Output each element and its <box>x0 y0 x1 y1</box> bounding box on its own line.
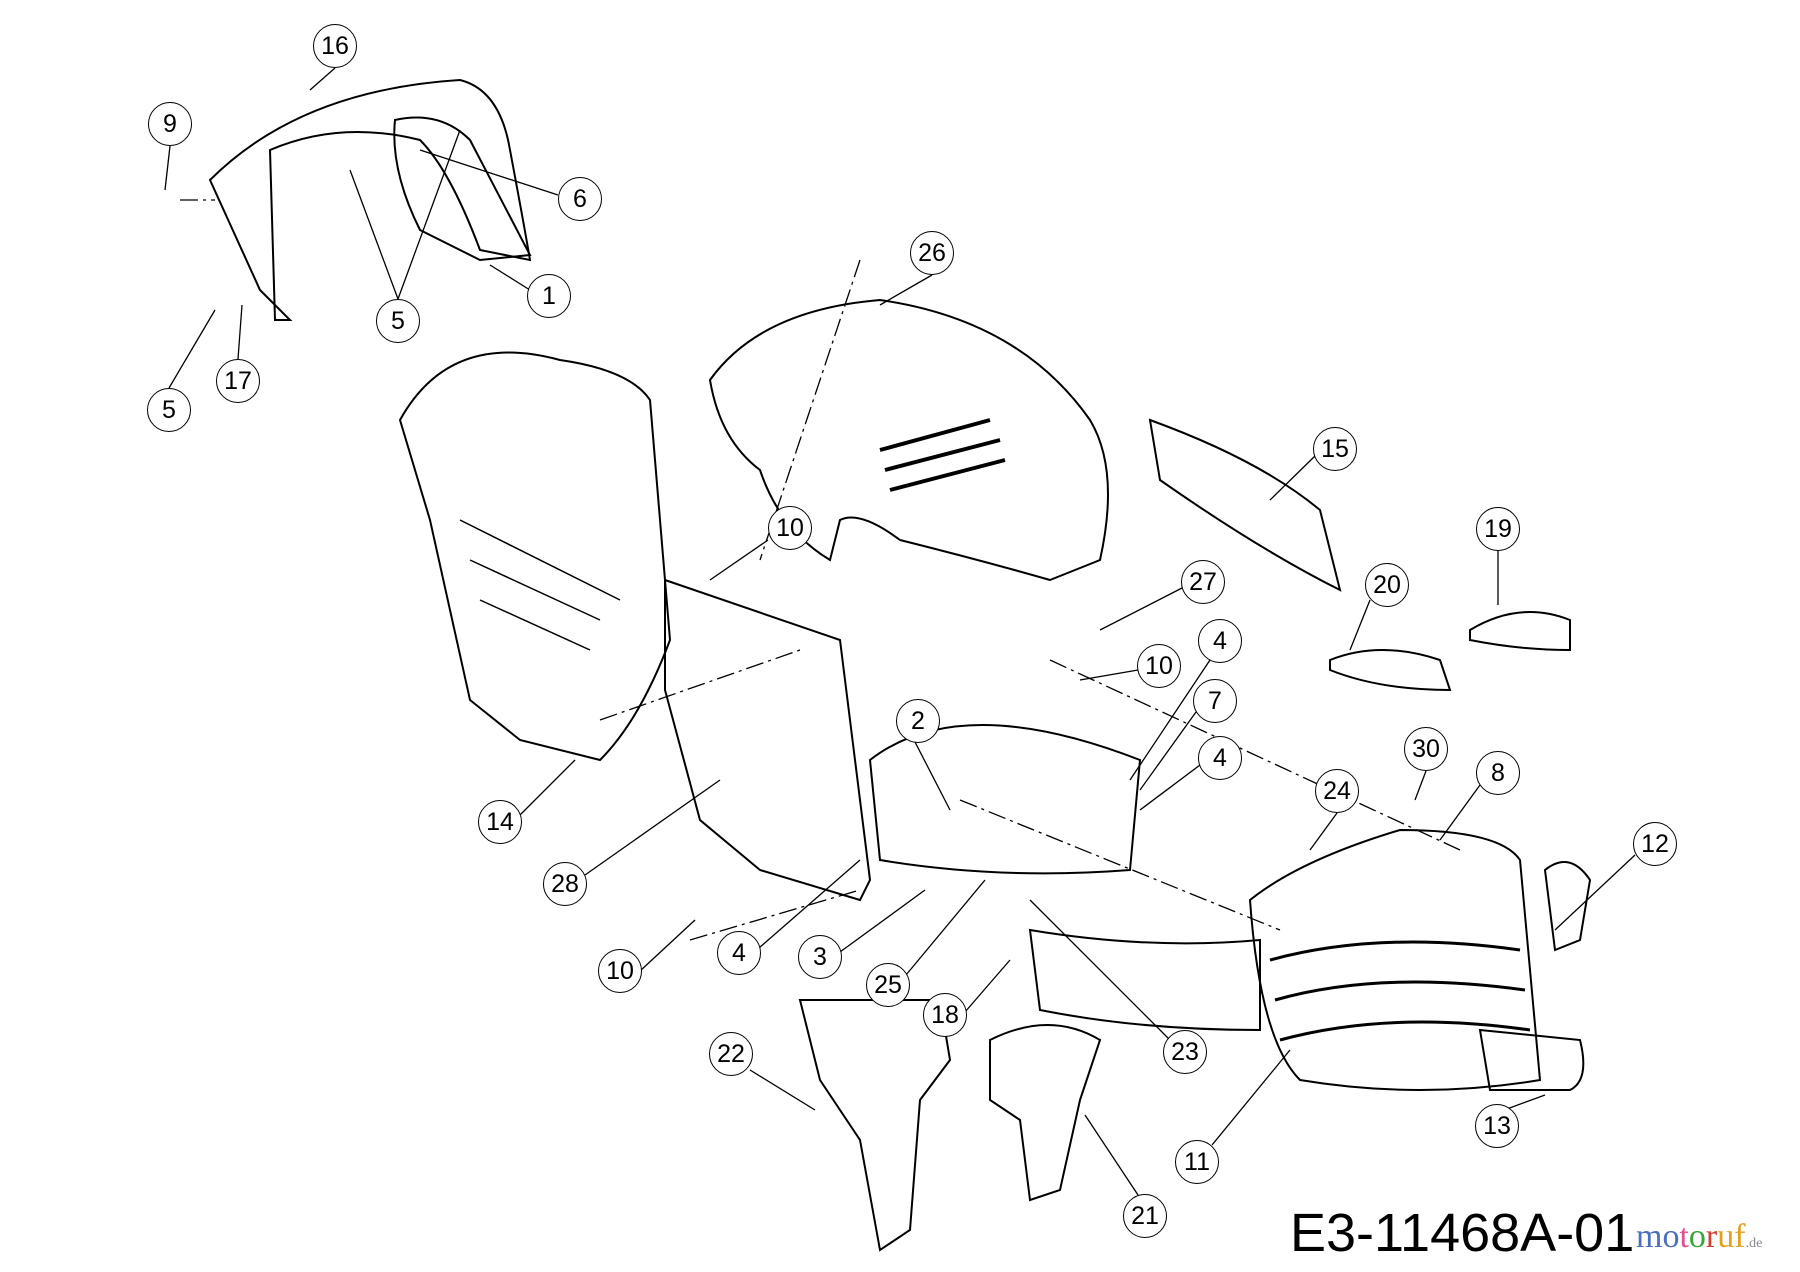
watermark-suffix: .de <box>1745 1236 1763 1251</box>
callout[interactable]: 27 <box>1181 560 1225 604</box>
bezel-part <box>1148 418 1342 592</box>
bracket-right-part <box>989 1024 1102 1202</box>
callout[interactable]: 9 <box>148 102 192 146</box>
watermark-letter: o <box>1662 1218 1680 1255</box>
dash-body-part <box>398 351 672 762</box>
callout[interactable]: 10 <box>768 506 812 550</box>
assembly-lines <box>180 199 1461 941</box>
grille-part <box>1248 828 1542 1091</box>
watermark-letter: t <box>1679 1218 1689 1255</box>
light-lens-part <box>1543 861 1592 952</box>
callout[interactable]: 15 <box>1313 427 1357 471</box>
cover-20-part <box>1329 649 1452 692</box>
watermark-letter: r <box>1705 1218 1718 1255</box>
fender-liner-part <box>393 116 532 262</box>
watermark-letter: m <box>1636 1218 1663 1255</box>
watermark-letter: o <box>1688 1218 1706 1255</box>
callout[interactable]: 1 <box>527 274 571 318</box>
callout[interactable]: 4 <box>717 931 761 975</box>
callout[interactable]: 24 <box>1315 769 1359 813</box>
cover-19-part <box>1469 611 1571 652</box>
callout[interactable]: 5 <box>147 388 191 432</box>
callout[interactable]: 17 <box>216 359 260 403</box>
hood-vents <box>879 418 1006 492</box>
callout[interactable]: 12 <box>1633 822 1677 866</box>
callout[interactable]: 25 <box>866 963 910 1007</box>
watermark-letter: f <box>1734 1218 1746 1255</box>
bumper-part <box>1028 928 1261 1032</box>
callout[interactable]: 14 <box>478 800 522 844</box>
diagram-id: E3-11468A-01 <box>1290 1203 1635 1263</box>
side-panel-part <box>664 578 872 902</box>
callout[interactable]: 18 <box>923 993 967 1037</box>
callout[interactable]: 30 <box>1404 727 1448 771</box>
callout[interactable]: 16 <box>313 24 357 68</box>
callout[interactable]: 3 <box>798 935 842 979</box>
callout[interactable]: 22 <box>709 1032 753 1076</box>
callout[interactable]: 6 <box>558 177 602 221</box>
callout[interactable]: 8 <box>1476 751 1520 795</box>
leader-lines <box>164 67 1636 1196</box>
bracket-left-part <box>798 999 952 1252</box>
watermark-logo: motoruf.de <box>1636 1218 1762 1255</box>
callout[interactable]: 7 <box>1193 679 1237 723</box>
callout[interactable]: 28 <box>543 862 587 906</box>
callout[interactable]: 13 <box>1475 1104 1519 1148</box>
callout[interactable]: 5 <box>376 299 420 343</box>
callout[interactable]: 2 <box>896 699 940 743</box>
callout[interactable]: 11 <box>1175 1140 1219 1184</box>
nose-cap-part <box>1478 1028 1585 1091</box>
callout[interactable]: 23 <box>1163 1030 1207 1074</box>
lower-panel-part <box>868 724 1142 875</box>
hood-part <box>708 298 1109 582</box>
watermark-letter: u <box>1717 1218 1735 1255</box>
callout[interactable]: 4 <box>1198 736 1242 780</box>
grille-slats <box>1269 940 1531 1042</box>
callout[interactable]: 19 <box>1476 507 1520 551</box>
callout[interactable]: 10 <box>598 949 642 993</box>
fender-part <box>208 78 532 321</box>
callout[interactable]: 10 <box>1137 644 1181 688</box>
callout[interactable]: 4 <box>1198 619 1242 663</box>
callout[interactable]: 21 <box>1123 1194 1167 1238</box>
callout[interactable]: 20 <box>1365 563 1409 607</box>
callout[interactable]: 26 <box>910 231 954 275</box>
dash-body-slots <box>459 519 621 651</box>
